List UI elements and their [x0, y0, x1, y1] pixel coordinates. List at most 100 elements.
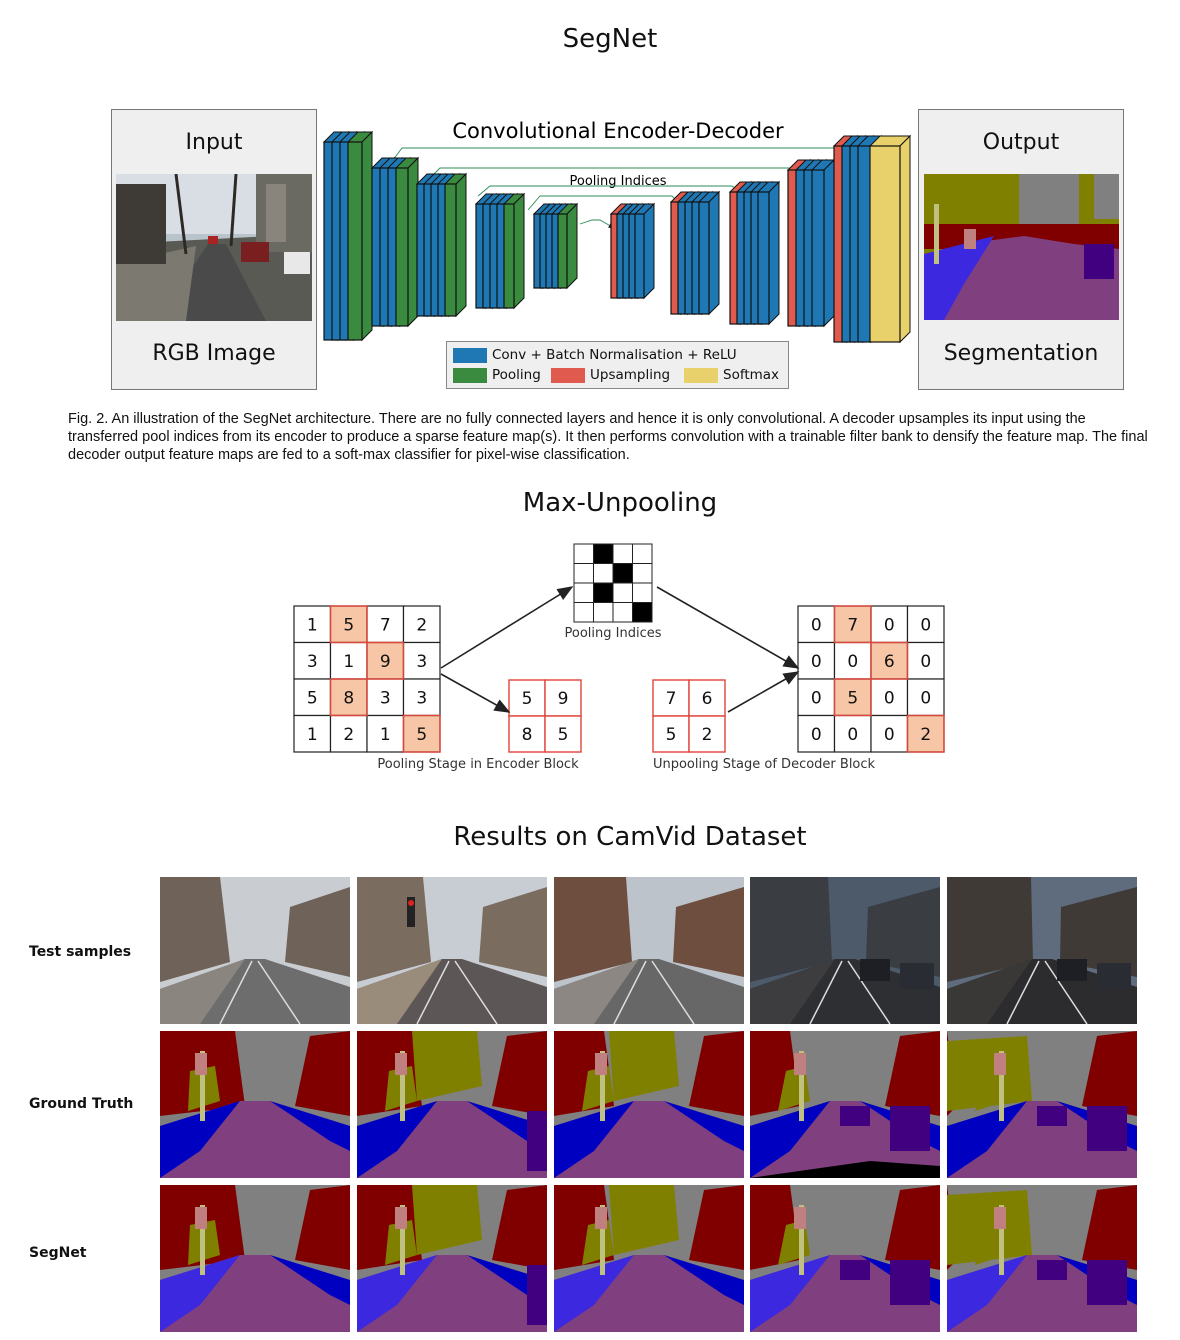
output-panel-header: Output	[982, 130, 1060, 155]
input-grid-highlight	[366, 641, 405, 680]
layer-block-1	[322, 130, 374, 342]
layer-slab-soft-side	[899, 134, 911, 344]
input-grid-value: 2	[343, 725, 354, 745]
legend: Conv + Batch Normalisation + ReLU Poolin…	[446, 341, 789, 389]
input-grid-value: 3	[416, 652, 427, 672]
output-grid-value: 0	[920, 688, 931, 708]
results-title: Results on CamVid Dataset	[453, 822, 807, 852]
input-grid-cell	[293, 678, 332, 717]
input-grid-value: 5	[307, 688, 318, 708]
legend-swatch-pooling	[453, 367, 487, 383]
input-grid-value: 1	[307, 615, 318, 635]
legend-item-softmax: Softmax	[684, 367, 779, 383]
input-grid-value: 1	[307, 725, 318, 745]
legend-swatch-conv	[453, 347, 487, 363]
input-grid-value: 1	[343, 652, 354, 672]
row-label-ground-truth: Ground Truth	[29, 1096, 134, 1112]
row-label-test-samples: Test samples	[29, 944, 132, 960]
layer-slab-pool-side	[513, 192, 525, 310]
unpool-indices-label: Pooling Indices	[565, 626, 662, 641]
pooling-indices-cell	[593, 582, 614, 603]
output-grid-value: 7	[847, 615, 858, 635]
output-grid-cell	[797, 714, 836, 753]
input-grid-highlight	[329, 678, 368, 717]
pooling-indices-cell	[632, 602, 653, 623]
input-panel-footer: RGB Image	[152, 341, 276, 366]
output-grid-value: 2	[920, 725, 931, 745]
layer-block-9	[786, 158, 836, 328]
input-grid-value: 7	[380, 615, 391, 635]
segnet-prediction-image-1	[160, 1185, 350, 1332]
test-sample-image-1	[160, 877, 350, 1024]
layer-block-4	[474, 192, 526, 310]
layer-slab-conv	[857, 145, 872, 343]
arch-label: Convolutional Encoder-Decoder	[452, 119, 784, 143]
unpool-arrow-3	[727, 671, 800, 713]
pooled-grid-cell	[508, 715, 546, 753]
test-sample-image-3	[554, 877, 744, 1024]
segnet-prediction-image-3	[554, 1185, 744, 1332]
layer-slab-conv-side	[823, 158, 835, 328]
layer-slab-pool-side	[455, 172, 467, 318]
output-grid-highlight	[906, 714, 945, 753]
pooling-indices-cell	[573, 602, 594, 623]
pooling-indices-cell	[612, 582, 633, 603]
pooled-grid-value: 5	[522, 689, 533, 709]
output-grid-value: 0	[847, 652, 858, 672]
skip-arrow-5	[579, 219, 615, 229]
pooled-grid-cell	[544, 679, 582, 717]
input-grid-value: 5	[416, 725, 427, 745]
output-grid-cell	[906, 605, 945, 644]
pooled-grid-cell	[544, 715, 582, 753]
layer-slab-conv	[811, 169, 825, 327]
decoder-input-grid-value: 5	[666, 725, 677, 745]
legend-item-upsampling: Upsampling	[551, 367, 670, 383]
layer-slab-soft	[869, 145, 901, 343]
layer-slab-conv-side	[643, 202, 655, 300]
output-grid-cell	[797, 678, 836, 717]
decoder-block-label: Unpooling Stage of Decoder Block	[653, 757, 876, 772]
output-grid-value: 0	[811, 688, 822, 708]
output-grid-highlight	[833, 605, 872, 644]
pooling-indices-grid	[573, 543, 653, 623]
pooling-indices-cell	[612, 563, 633, 584]
layer-block-6	[609, 202, 656, 300]
pooling-indices-cell	[632, 563, 653, 584]
input-grid-value: 2	[416, 615, 427, 635]
decoder-input-grid-cell	[688, 715, 726, 753]
output-grid-value: 0	[920, 652, 931, 672]
layer-slab-pool	[347, 141, 363, 341]
test-sample-image-2	[357, 877, 547, 1024]
pooling-indices-cell	[593, 563, 614, 584]
layer-block-7	[669, 190, 721, 316]
decoder-input-grid-cell	[652, 715, 690, 753]
legend-swatch-softmax	[684, 367, 718, 383]
segnet-title: SegNet	[562, 24, 658, 54]
output-grid-cell	[870, 714, 909, 753]
pooling-indices-cell	[573, 582, 594, 603]
output-grid-value: 0	[811, 725, 822, 745]
ground-truth-image-4	[750, 1031, 940, 1178]
unpool-arrow-2	[440, 673, 511, 713]
segnet-prediction-image-5	[947, 1185, 1137, 1332]
input-panel-header: Input	[185, 130, 243, 155]
layer-slab-pool-side	[361, 130, 373, 342]
layer-stack	[322, 130, 912, 344]
input-grid-cell	[402, 678, 441, 717]
layer-slab-conv-side	[768, 180, 780, 326]
layer-slab-pool	[444, 183, 457, 317]
segnet-prediction-image-2	[357, 1185, 547, 1332]
layer-block-8	[728, 180, 781, 326]
input-grid-value: 1	[380, 725, 391, 745]
layer-slab-conv	[757, 191, 770, 325]
test-sample-image-4	[750, 877, 940, 1024]
layer-slab-pool	[557, 213, 568, 289]
decoder-input-grid-value: 2	[702, 725, 713, 745]
pooling-indices-label: Pooling Indices	[570, 174, 667, 189]
output-grid-value: 0	[811, 652, 822, 672]
legend-swatch-upsampling	[551, 367, 585, 383]
unpool-title: Max-Unpooling	[522, 488, 718, 518]
